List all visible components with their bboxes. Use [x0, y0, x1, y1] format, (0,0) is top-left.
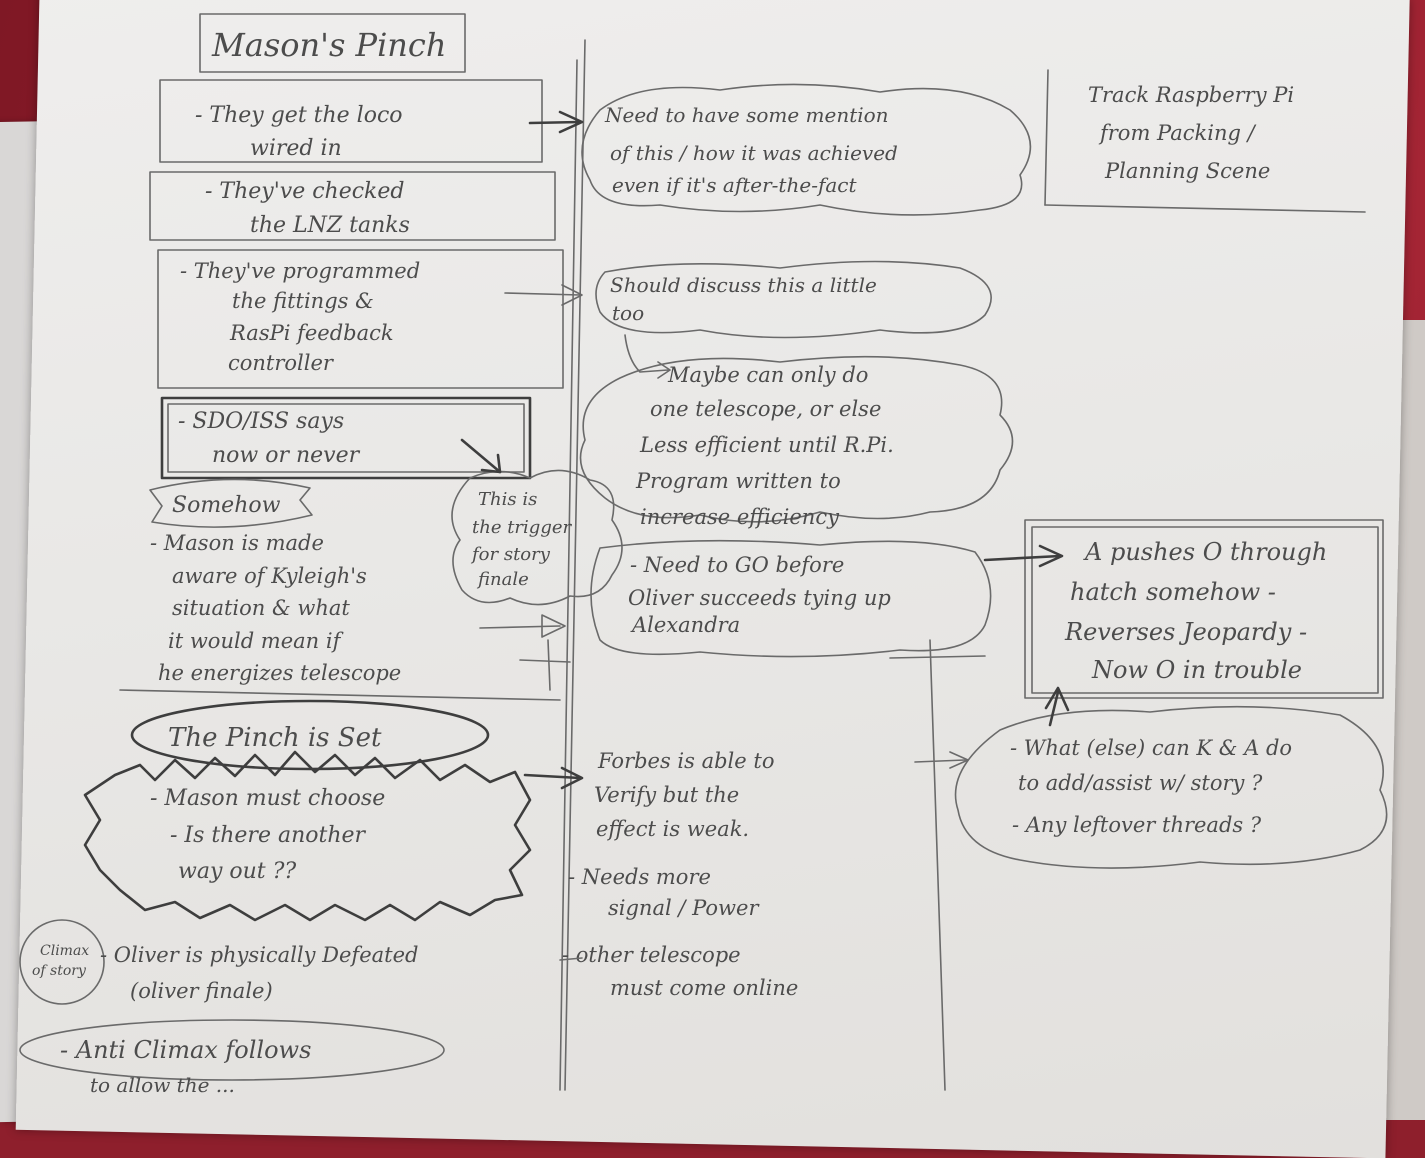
zigzag-cloud: [83, 750, 532, 922]
a-pushes-box: [1024, 519, 1384, 699]
note-somehow: Somehow: [172, 493, 281, 518]
anti-climax-oval: [19, 1019, 445, 1081]
column-divider-right: [929, 639, 946, 1091]
note-needs-power: - Needs more signal / Power: [568, 865, 760, 920]
page-title: Mason's Pinch: [211, 26, 446, 64]
trigger-cloud: [451, 469, 623, 606]
column-divider-left: [564, 39, 586, 1091]
note-mason-choose: - Mason must choose - Is there another w…: [150, 786, 392, 884]
sdo-iss-box-inner: [167, 403, 525, 473]
arrow-choose-to-forbes: [523, 766, 584, 790]
note-what-else: - What (else) can K & A do to add/assist…: [1010, 736, 1299, 837]
arrow-need-go-to-a-pushes: [983, 544, 1064, 568]
note-programmed: - They've programmed the fittings & RasP…: [180, 259, 427, 375]
programmed-box: [157, 249, 564, 389]
arrow-loco-to-mention: [528, 110, 584, 134]
note-loco-wired: - They get the loco wired in: [195, 103, 410, 161]
note-anti-climax: - Anti Climax follows: [60, 1036, 311, 1064]
loco-box: [159, 79, 543, 163]
arrow-oliver-right: [559, 957, 583, 961]
note-other-telescope: - other telescope must come online: [562, 943, 798, 1000]
column-divider-left-2: [559, 59, 578, 1091]
note-discuss: Should discuss this a little too: [610, 273, 883, 325]
discuss-cloud: [595, 260, 992, 339]
arrow-to-need-go: [479, 614, 566, 638]
note-a-pushes: A pushes O through hatch somehow - Rever…: [1064, 538, 1335, 684]
note-sdo-iss: - SDO/ISS says now or never: [178, 409, 361, 468]
arrow-to-what-else: [914, 751, 969, 769]
section-divider: [119, 689, 561, 701]
note-maybe-one: Maybe can only do one telescope, or else…: [635, 363, 900, 529]
note-need-go: - Need to GO before Oliver succeeds tyin…: [628, 553, 898, 637]
note-pinch-set: The Pinch is Set: [168, 723, 382, 753]
lnz-box: [149, 171, 556, 241]
column-divider-right-top: [1044, 69, 1049, 206]
somehow-banner: [149, 478, 313, 528]
discuss-arrow: [624, 334, 671, 379]
note-track-raspberry: Track Raspberry Pi from Packing / Planni…: [1088, 83, 1301, 183]
note-mason-aware: - Mason is made aware of Kyleigh's situa…: [150, 531, 401, 685]
cross-mark-right: [889, 655, 986, 659]
note-oliver-defeated: - Oliver is physically Defeated (oliver …: [100, 943, 425, 1003]
title-box: [199, 13, 466, 73]
note-anti-climax-continued: to allow the ...: [90, 1073, 235, 1096]
right-box-underline: [1044, 204, 1366, 213]
maybe-cloud: [579, 355, 1014, 523]
note-climax-label: Climax of story: [32, 943, 94, 979]
need-go-cloud: [590, 539, 992, 658]
handwritten-storyboard: Mason's Pinch - They get the loco wired …: [19, 13, 1388, 1096]
note-trigger: This is the trigger for story finale: [470, 489, 577, 590]
pinch-oval: [130, 699, 490, 771]
arrow-sdo-to-trigger: [460, 438, 502, 474]
arrow-programmed-to-discuss: [504, 284, 583, 306]
sdo-iss-box: [160, 396, 532, 480]
cross-mark-middle: [519, 639, 571, 691]
note-need-mention: Need to have some mention of this / how …: [604, 103, 904, 197]
note-lnz-tanks: - They've checked the LNZ tanks: [205, 179, 411, 238]
what-else-cloud: [954, 705, 1388, 869]
note-forbes: Forbes is able to Verify but the effect …: [594, 749, 781, 841]
arrow-what-else-to-a-pushes: [1044, 686, 1070, 727]
climax-circle: [19, 919, 105, 1005]
need-mention-cloud: [581, 83, 1032, 216]
a-pushes-box-inner: [1031, 526, 1379, 694]
